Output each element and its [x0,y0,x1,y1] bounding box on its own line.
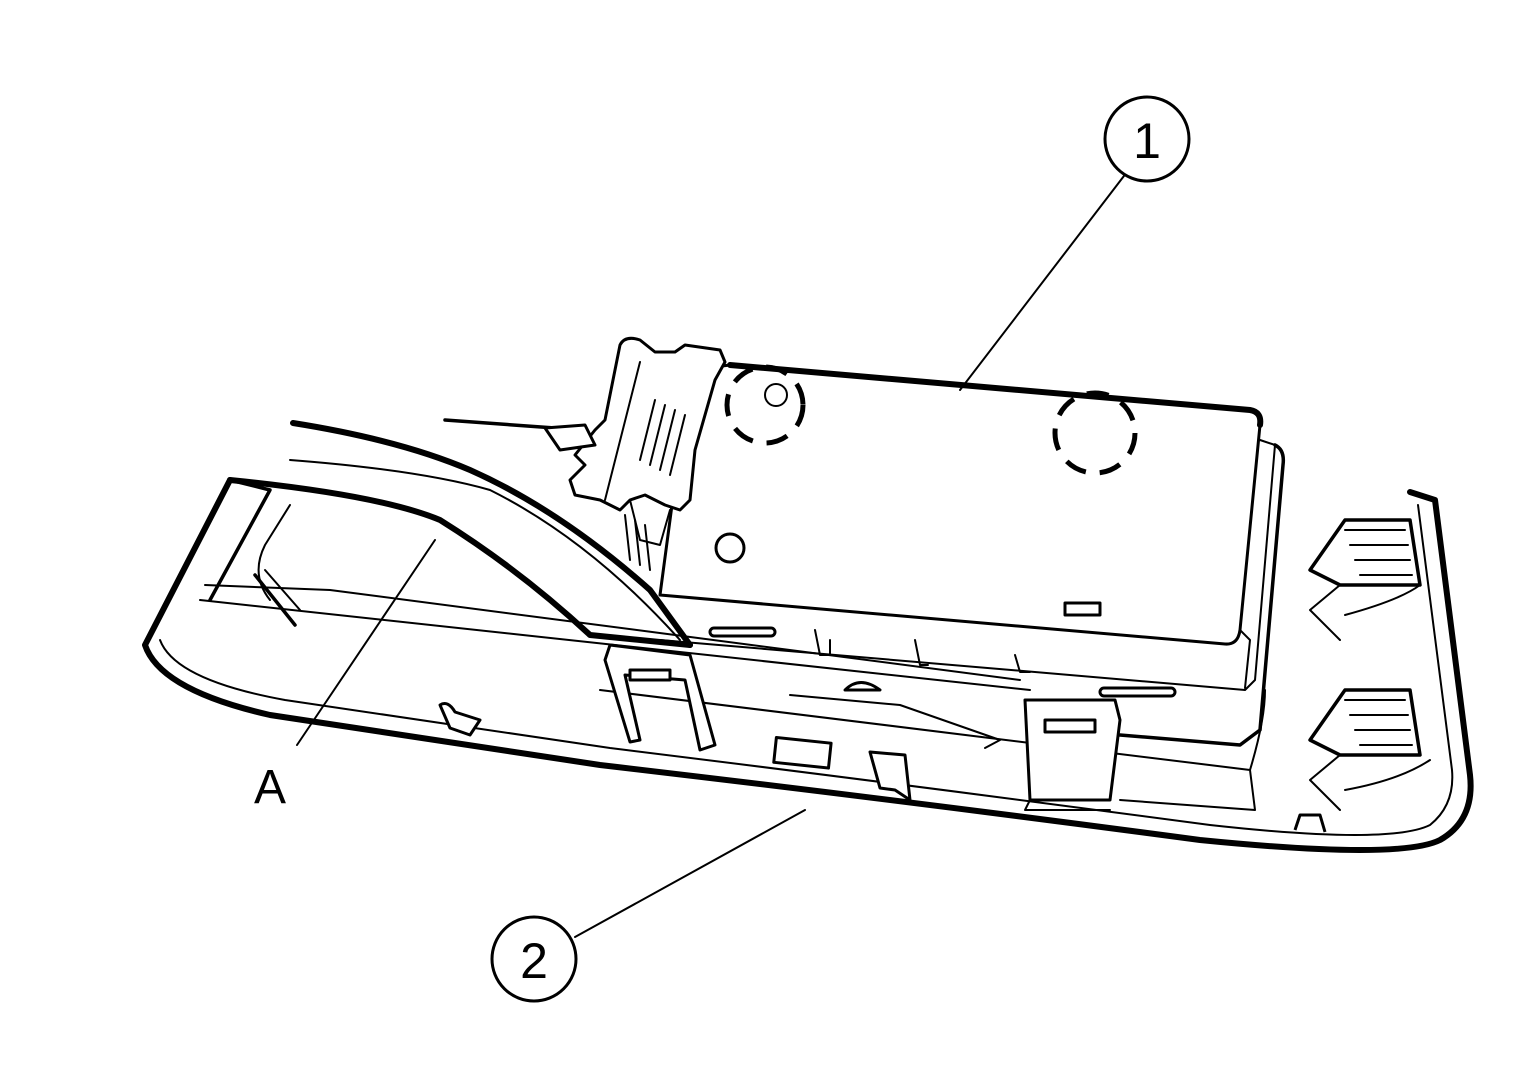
callout-2: 2 [490,915,578,1003]
callout-1-number: 1 [1133,113,1161,169]
trim-bezel [142,477,1474,853]
electronic-module [568,336,1286,811]
leader-lines [296,171,1128,938]
callout-2-number: 2 [520,933,548,989]
callout-1: 1 [1103,95,1191,183]
trim-tool [227,418,693,648]
label-a: A [254,761,286,814]
